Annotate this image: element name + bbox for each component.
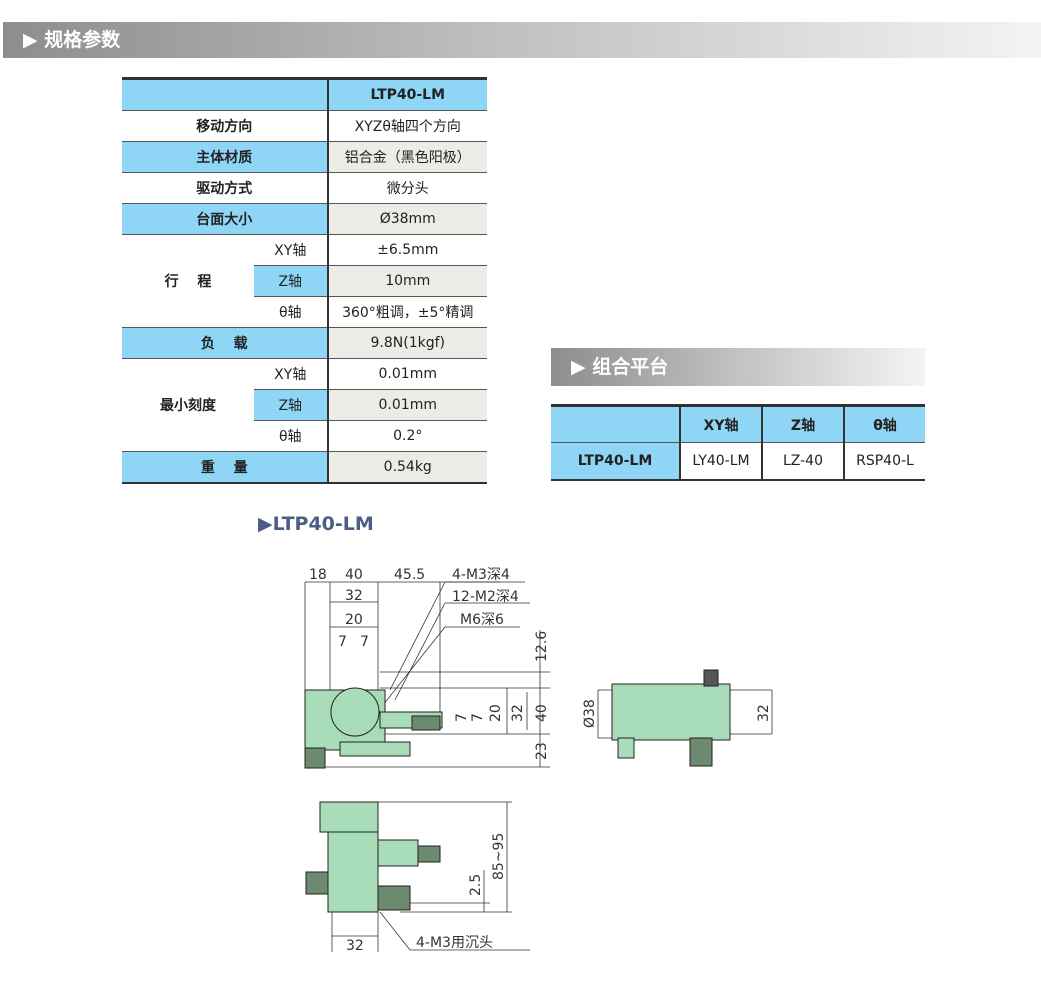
combo-header: θ轴	[843, 405, 925, 443]
sub-label: XY轴	[254, 358, 328, 390]
dim-85-95: 85~95	[491, 833, 507, 880]
row-label: 移动方向	[122, 110, 328, 142]
dim-7r2: 7	[470, 713, 486, 722]
dim-40: 40	[345, 567, 363, 583]
row-value: 0.2°	[326, 420, 487, 452]
resolution-label: 最小刻度	[122, 358, 254, 452]
sub-label: θ轴	[254, 296, 328, 328]
row-label: 主体材质	[122, 141, 328, 173]
dim-32r: 32	[510, 704, 526, 722]
combo-header: XY轴	[679, 405, 762, 443]
dim-12-6: 12.6	[534, 631, 550, 662]
row-label: 负 载	[122, 327, 328, 359]
dim-18: 18	[309, 567, 327, 583]
row-value: XYZθ轴四个方向	[326, 110, 487, 142]
row-value: 0.01mm	[326, 358, 487, 390]
combo-model: LTP40-LM	[551, 442, 680, 481]
combo-value: RSP40-L	[843, 442, 925, 481]
dim-32s: 32	[756, 704, 772, 722]
row-value: 10mm	[326, 265, 487, 297]
row-value: 0.54kg	[326, 451, 487, 484]
dim-20: 20	[345, 612, 363, 628]
row-value: Ø38mm	[326, 203, 487, 235]
combo-header: Z轴	[761, 405, 844, 443]
spec-section-header: ▶ 规格参数	[3, 22, 1041, 58]
callout-m2: 12-M2深4	[452, 589, 519, 605]
sub-label: Z轴	[254, 389, 328, 421]
dim-7b: 7	[360, 634, 369, 650]
dim-dia38: Ø38	[582, 699, 598, 728]
row-value: 9.8N(1kgf)	[326, 327, 487, 359]
row-label: 重 量	[122, 451, 328, 484]
row-value: ±6.5mm	[326, 234, 487, 266]
row-label: 台面大小	[122, 203, 328, 235]
sub-label: XY轴	[254, 234, 328, 266]
combo-section-header: ▶ 组合平台	[551, 348, 925, 386]
row-label: 驱动方式	[122, 172, 328, 204]
combo-value: LY40-LM	[679, 442, 762, 481]
dim-45-5: 45.5	[394, 567, 425, 583]
row-value: 0.01mm	[326, 389, 487, 421]
dim-2-5: 2.5	[468, 874, 484, 896]
dim-40r: 40	[534, 704, 550, 722]
row-value: 微分头	[326, 172, 487, 204]
model-header: LTP40-LM	[326, 78, 487, 111]
sub-label: θ轴	[254, 420, 328, 452]
dim-32: 32	[345, 588, 363, 604]
stroke-label: 行 程	[122, 234, 254, 328]
dim-7r: 7	[454, 713, 470, 722]
row-value: 360°粗调，±5°精调	[326, 296, 487, 328]
dim-23: 23	[534, 742, 550, 760]
row-value: 铝合金（黑色阳极）	[326, 141, 487, 173]
dim-7: 7	[338, 634, 347, 650]
callout-m3: 4-M3深4	[452, 567, 510, 583]
dim-20r: 20	[488, 704, 504, 722]
combo-value: LZ-40	[761, 442, 844, 481]
dim-32f: 32	[346, 938, 364, 954]
callout-countersink: 4-M3用沉头	[416, 935, 493, 951]
drawing-title: ▶LTP40-LM	[258, 513, 374, 535]
sub-label: Z轴	[254, 265, 328, 297]
callout-m6: M6深6	[460, 612, 504, 628]
